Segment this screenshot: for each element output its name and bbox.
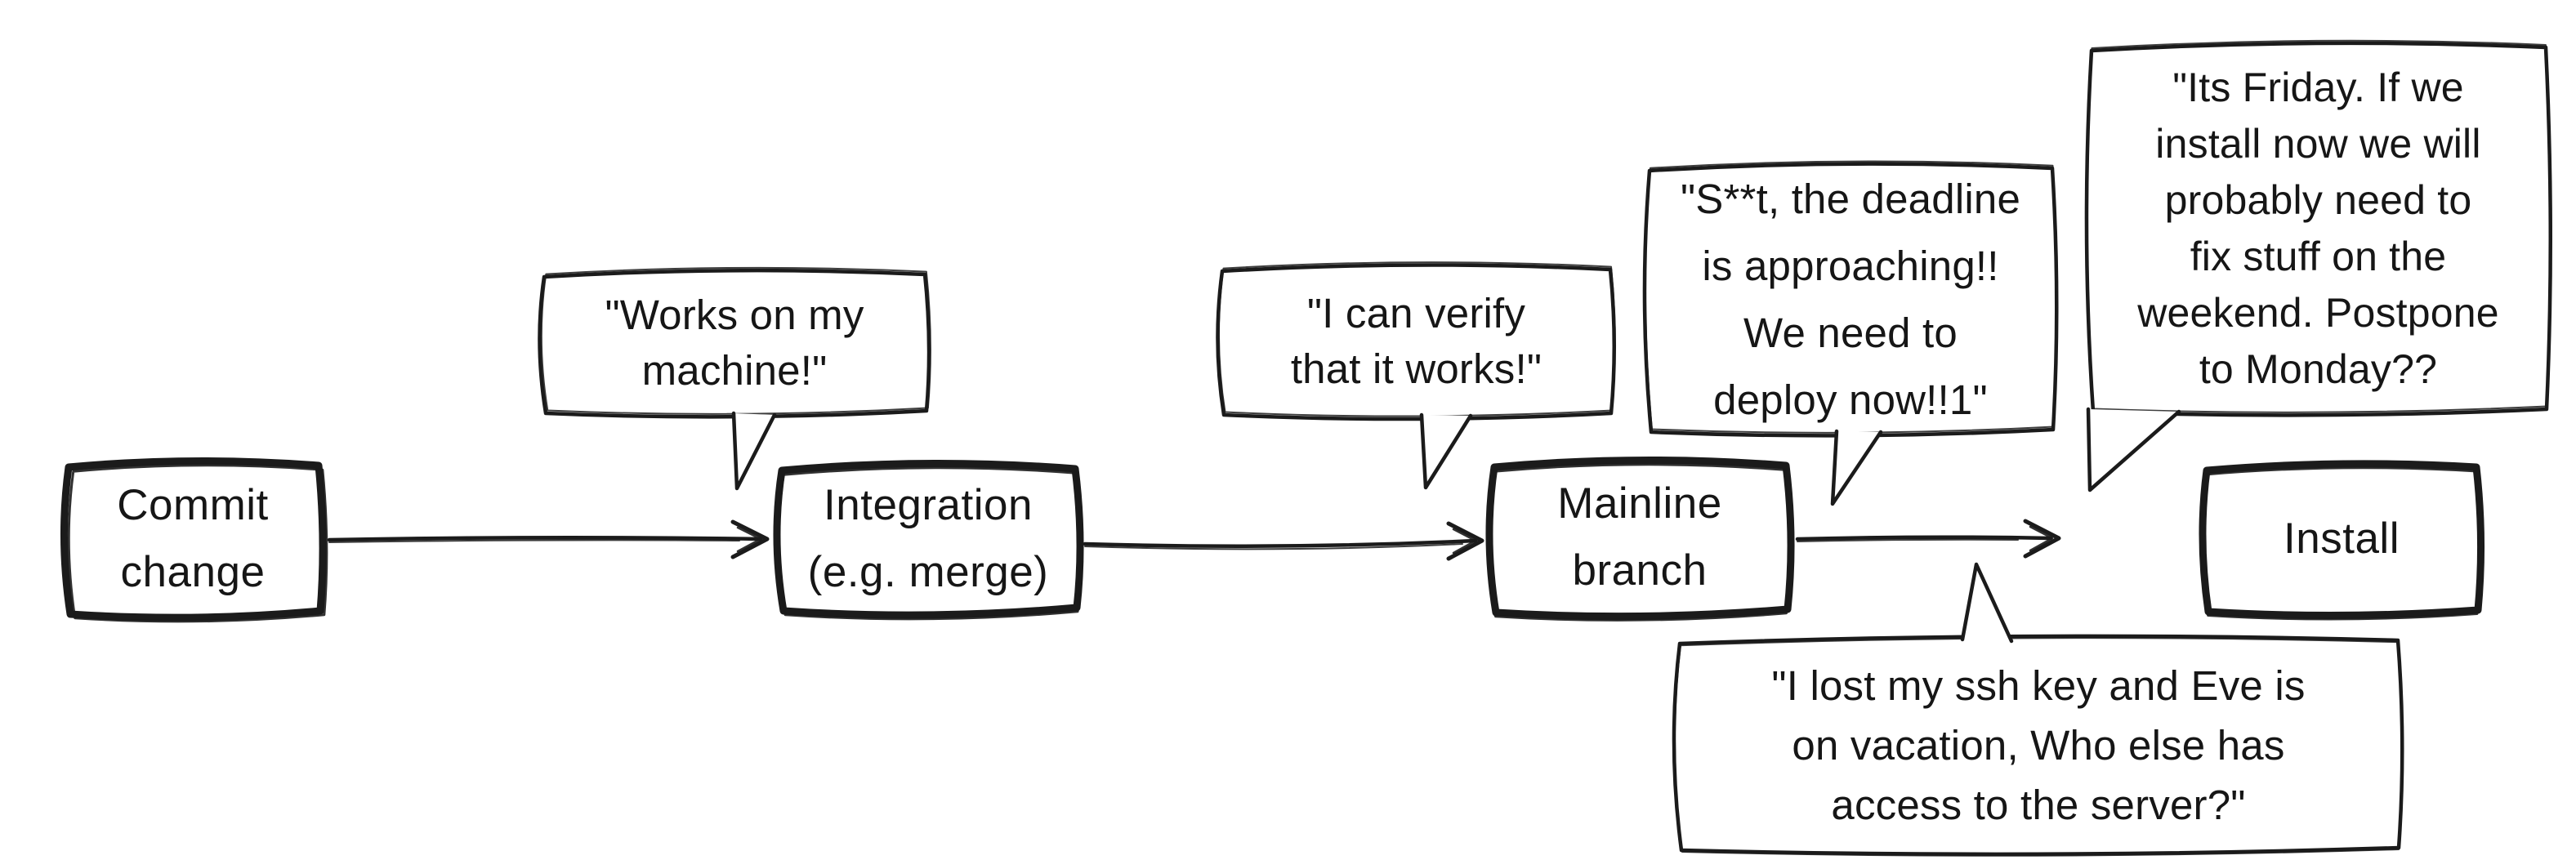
deadline-bubble-tail [1830,429,1883,506]
commit-change-box [60,457,328,623]
arrow-mainline-to-install [1795,519,2061,559]
arrow-integration-to-mainline [1083,521,1484,561]
deadline-bubble [1642,160,2059,506]
verify-bubble [1216,261,1616,490]
works-bubble-tail [731,411,777,491]
integration-box [773,459,1084,621]
install-box [2199,460,2485,621]
ssh-key-bubble [1672,562,2404,857]
arrow-commit-to-integration [327,519,770,559]
works-on-my-machine-bubble [538,266,931,491]
ssh-bubble-tail [1960,562,2014,644]
verify-bubble-tail [1419,412,1473,490]
friday-bubble [2084,39,2553,492]
friday-bubble-tail [2086,407,2181,492]
mainline-branch-box [1485,456,1795,622]
